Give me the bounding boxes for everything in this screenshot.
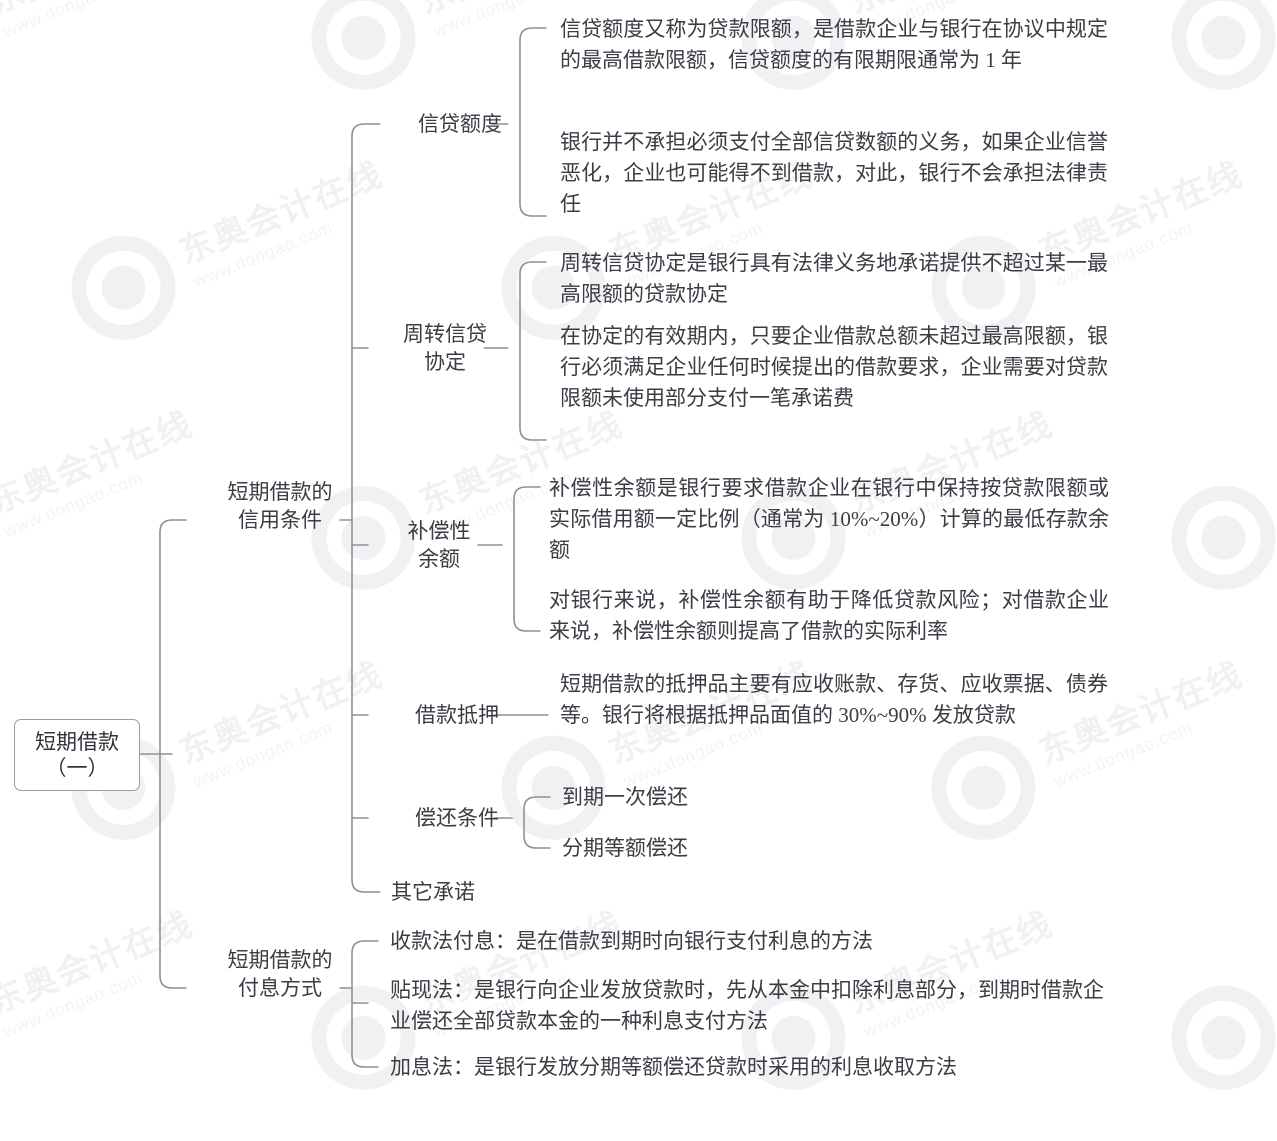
- node-compensating-balance-line1: 补偿性: [407, 519, 471, 543]
- detail-repayment-1-text: 到期一次偿还: [562, 785, 688, 809]
- node-compensating-balance-line2: 余额: [418, 547, 460, 572]
- branch-interest-payment-methods[interactable]: 短期借款的 付息方式: [190, 946, 370, 1003]
- node-revolving-credit-agreement-line1: 周转信贷: [403, 322, 487, 346]
- detail-revolving-1-text: 周转信贷协定是银行具有法律义务地承诺提供不超过某一最高限额的贷款协定: [560, 251, 1108, 306]
- node-loan-collateral-label: 借款抵押: [415, 703, 499, 727]
- branch-credit-conditions[interactable]: 短期借款的 信用条件: [190, 478, 370, 535]
- detail-add-on-method: 加息法：是银行发放分期等额偿还贷款时采用的利息收取方法: [390, 1053, 957, 1082]
- detail-credit-line-2: 银行并不承担必须支付全部信贷数额的义务，如果企业信誉恶化，企业也可能得不到借款，…: [560, 127, 1108, 220]
- detail-revolving-2: 在协定的有效期内，只要企业借款总额未超过最高限额，银行必须满足企业任何时候提出的…: [560, 321, 1108, 414]
- detail-discount-method: 贴现法：是银行向企业发放贷款时，先从本金中扣除利息部分，到期时借款企业偿还全部贷…: [390, 975, 1112, 1037]
- node-revolving-credit-agreement-line2: 协定: [424, 350, 466, 375]
- detail-add-on-method-text: 加息法：是银行发放分期等额偿还贷款时采用的利息收取方法: [390, 1055, 957, 1079]
- detail-repayment-2-text: 分期等额偿还: [562, 836, 688, 860]
- detail-loan-collateral: 短期借款的抵押品主要有应收账款、存货、应收票据、债券等。银行将根据抵押品面值的 …: [560, 669, 1108, 731]
- node-other-commitments[interactable]: 其它承诺: [391, 878, 475, 907]
- detail-repayment-1: 到期一次偿还: [562, 783, 688, 812]
- root-node-line2: （一）: [45, 756, 109, 780]
- node-credit-line[interactable]: 信贷额度: [385, 110, 535, 138]
- detail-collection-method-text: 收款法付息：是在借款到期时向银行支付利息的方法: [390, 929, 873, 953]
- detail-credit-line-1-text: 信贷额度又称为贷款限额，是借款企业与银行在协议中规定的最高借款限额，信贷额度的有…: [560, 17, 1108, 72]
- node-repayment-terms-label: 偿还条件: [415, 806, 499, 830]
- mindmap-canvas: 短期借款 （一） 短期借款的 信用条件 短期借款的 付息方式 信贷额度 周转信贷…: [14, 14, 1112, 1082]
- detail-repayment-2: 分期等额偿还: [562, 834, 688, 863]
- detail-compensating-1: 补偿性余额是银行要求借款企业在银行中保持按贷款限额或实际借用额一定比例（通常为 …: [549, 473, 1109, 566]
- detail-credit-line-2-text: 银行并不承担必须支付全部信贷数额的义务，如果企业信誉恶化，企业也可能得不到借款，…: [560, 130, 1108, 216]
- detail-revolving-1: 周转信贷协定是银行具有法律义务地承诺提供不超过某一最高限额的贷款协定: [560, 248, 1108, 310]
- node-repayment-terms[interactable]: 偿还条件: [382, 804, 532, 832]
- detail-compensating-2-text: 对银行来说，补偿性余额有助于降低贷款风险；对借款企业来说，补偿性余额则提高了借款…: [549, 588, 1109, 643]
- node-revolving-credit-agreement[interactable]: 周转信贷 协定: [370, 320, 520, 377]
- branch-interest-payment-methods-line1: 短期借款的: [227, 948, 333, 972]
- branch-interest-payment-methods-line2: 付息方式: [238, 976, 322, 1001]
- branch-credit-conditions-line2: 信用条件: [238, 508, 322, 533]
- detail-credit-line-1: 信贷额度又称为贷款限额，是借款企业与银行在协议中规定的最高借款限额，信贷额度的有…: [560, 14, 1108, 76]
- root-node-line1: 短期借款: [35, 729, 119, 754]
- detail-collection-method: 收款法付息：是在借款到期时向银行支付利息的方法: [390, 927, 873, 956]
- node-other-commitments-label: 其它承诺: [391, 880, 475, 904]
- branch-credit-conditions-line1: 短期借款的: [227, 480, 333, 504]
- detail-compensating-2: 对银行来说，补偿性余额有助于降低贷款风险；对借款企业来说，补偿性余额则提高了借款…: [549, 585, 1109, 647]
- detail-loan-collateral-text: 短期借款的抵押品主要有应收账款、存货、应收票据、债券等。银行将根据抵押品面值的 …: [560, 672, 1108, 727]
- node-compensating-balance[interactable]: 补偿性 余额: [364, 517, 514, 574]
- node-credit-line-label: 信贷额度: [418, 112, 502, 136]
- node-loan-collateral[interactable]: 借款抵押: [382, 701, 532, 729]
- detail-discount-method-text: 贴现法：是银行向企业发放贷款时，先从本金中扣除利息部分，到期时借款企业偿还全部贷…: [390, 978, 1104, 1033]
- root-node[interactable]: 短期借款 （一）: [14, 719, 140, 791]
- detail-compensating-1-text: 补偿性余额是银行要求借款企业在银行中保持按贷款限额或实际借用额一定比例（通常为 …: [549, 476, 1109, 562]
- detail-revolving-2-text: 在协定的有效期内，只要企业借款总额未超过最高限额，银行必须满足企业任何时候提出的…: [560, 324, 1108, 410]
